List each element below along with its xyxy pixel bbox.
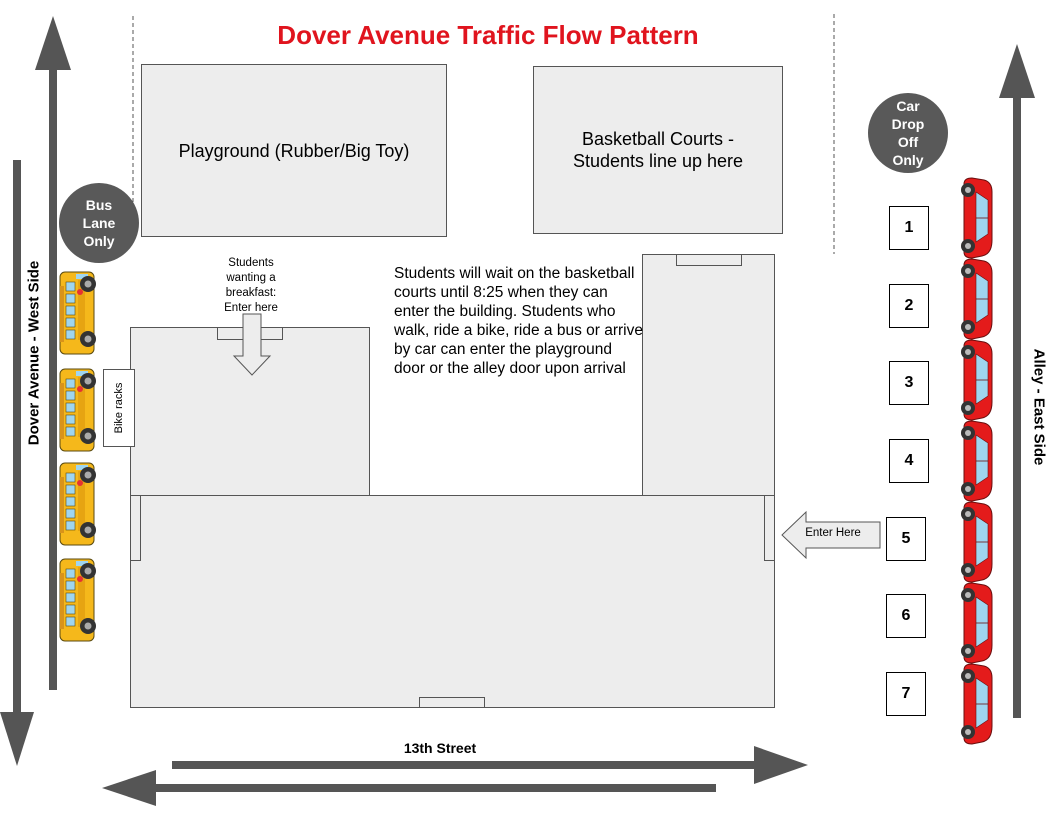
car-drop-off-badge: Car Drop Off Only [868, 93, 948, 173]
red-car-icon [961, 339, 993, 421]
street-westbound-arrow-icon [102, 770, 716, 806]
red-car-icon [961, 258, 993, 340]
playground-label: Playground (Rubber/Big Toy) [178, 140, 410, 161]
drop-off-spot: 4 [889, 439, 929, 483]
thirteenth-street-label: 13th Street [403, 740, 477, 756]
alley-northbound-arrow-icon [999, 44, 1035, 718]
alley-door [764, 495, 775, 561]
school-bus-icon [59, 462, 96, 546]
bike-racks: Bike racks [103, 369, 135, 447]
enter-here-arrow-icon [781, 510, 881, 560]
east-wing-door [676, 254, 742, 266]
red-car-icon [961, 501, 993, 583]
breakfast-arrow-icon [232, 313, 272, 376]
bus-lane-badge: Bus Lane Only [59, 183, 139, 263]
school-bus-icon [59, 368, 96, 452]
drop-off-spot: 7 [886, 672, 926, 716]
street-eastbound-arrow-icon [172, 746, 808, 784]
dover-northbound-arrow-icon [35, 16, 71, 690]
playground-door [130, 495, 141, 561]
red-car-icon [961, 582, 993, 664]
breakfast-note: Students wanting a breakfast: Enter here [224, 257, 278, 314]
red-car-icon [961, 177, 993, 259]
drop-off-spot: 6 [886, 594, 926, 638]
red-car-icon [961, 663, 993, 745]
school-bus-icon [59, 558, 96, 642]
basketball-courts-label: Basketball Courts - Students line up her… [572, 129, 744, 171]
car-drop-off-label: Car Drop Off Only [891, 98, 925, 168]
drop-off-spot: 2 [889, 284, 929, 328]
dover-southbound-arrow-icon [0, 160, 34, 766]
drop-off-spot: 5 [886, 517, 926, 561]
bus-lane-label: Bus Lane Only [82, 197, 116, 249]
playground-area: Playground (Rubber/Big Toy) [141, 64, 447, 237]
drop-off-spot: 1 [889, 206, 929, 250]
south-door [419, 697, 485, 708]
basketball-courts-area: Basketball Courts - Students line up her… [533, 66, 783, 234]
enter-here-label: Enter Here [805, 527, 861, 539]
page-title: Dover Avenue Traffic Flow Pattern [277, 20, 699, 50]
red-car-icon [961, 420, 993, 502]
drop-off-spot: 3 [889, 361, 929, 405]
school-bus-icon [59, 271, 96, 355]
info-note: Students will wait on the basketball cou… [394, 265, 643, 377]
